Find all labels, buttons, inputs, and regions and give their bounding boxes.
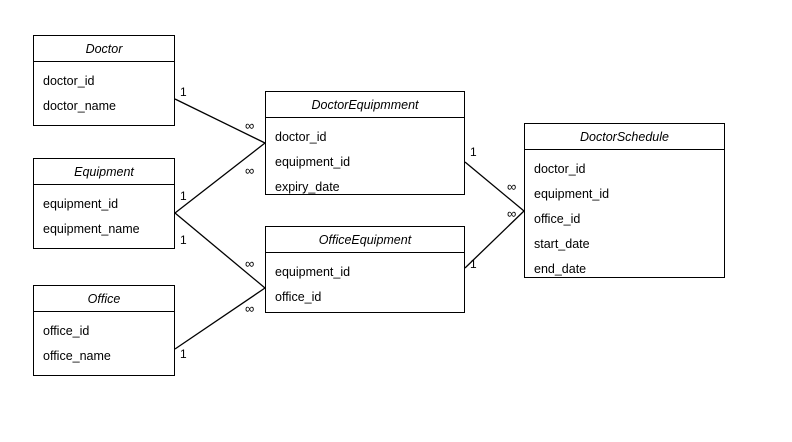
attribute-row: equipment_id [275,155,351,169]
attribute-row: office_id [275,290,322,304]
attribute-row: office_name [43,349,111,363]
entity-attributes-office: office_id office_name [34,312,174,376]
attribute-row: equipment_id [43,197,119,211]
cardinality-many-equipment-to-doctorequipmment: ∞ [245,163,255,178]
entity-title-doctor: Doctor [34,36,174,62]
cardinality-one-equipment-to-doctorequipmment: 1 [180,189,187,203]
entity-office_equipment[interactable]: OfficeEquipment equipment_id office_id [265,226,465,313]
attribute-row: doctor_name [43,99,116,113]
cardinality-many-doctor-to-doctorequipmment: ∞ [245,118,255,133]
attribute-row: expiry_date [275,180,340,194]
cardinality-many-doctorequipmment-to-doctorschedule: ∞ [507,179,517,194]
entity-attributes-doctor: doctor_id doctor_name [34,62,174,126]
attribute-row: office_id [534,212,581,226]
cardinality-one-equipment-to-officeequipment: 1 [180,233,187,247]
entity-equipment[interactable]: Equipment equipment_id equipment_name [33,158,175,249]
relationship-line-equipment-to-doctorequipmment [174,142,266,214]
cardinality-one-doctor-to-doctorequipmment: 1 [180,85,187,99]
attribute-row: doctor_id [534,162,586,176]
entity-attributes-doctor_schedule: doctor_id equipment_id office_id start_date… [525,150,724,289]
entity-attributes-doctor_equipmment: doctor_id equipment_id expiry_date [266,118,464,207]
attribute-row: end_date [534,262,587,276]
entity-doctor[interactable]: Doctor doctor_id doctor_name [33,35,175,126]
attribute-row: equipment_id [275,265,351,279]
attribute-row: office_id [43,324,90,338]
cardinality-one-office-to-officeequipment: 1 [180,347,187,361]
entity-title-equipment: Equipment [34,159,174,185]
attribute-row: start_date [534,237,590,251]
relationship-line-office-to-officeequipment [174,287,266,350]
entity-title-doctor_equipmment: DoctorEquipmment [266,92,464,118]
attribute-row: doctor_id [275,130,327,144]
cardinality-many-office-to-officeequipment: ∞ [245,301,255,316]
entity-office[interactable]: Office office_id office_name [33,285,175,376]
attribute-row: equipment_name [43,222,140,236]
entity-title-office_equipment: OfficeEquipment [266,227,464,253]
entity-title-office: Office [34,286,174,312]
cardinality-one-officeequipment-to-doctorschedule: 1 [470,257,477,271]
cardinality-one-doctorequipmment-to-doctorschedule: 1 [470,145,477,159]
entity-title-doctor_schedule: DoctorSchedule [525,124,724,150]
entity-attributes-equipment: equipment_id equipment_name [34,185,174,249]
relationship-line-equipment-to-officeequipment [174,212,266,289]
attribute-row: equipment_id [534,187,610,201]
attribute-row: doctor_id [43,74,95,88]
entity-attributes-office_equipment: equipment_id office_id [266,253,464,317]
cardinality-many-equipment-to-officeequipment: ∞ [245,256,255,271]
cardinality-many-officeequipment-to-doctorschedule: ∞ [507,206,517,221]
